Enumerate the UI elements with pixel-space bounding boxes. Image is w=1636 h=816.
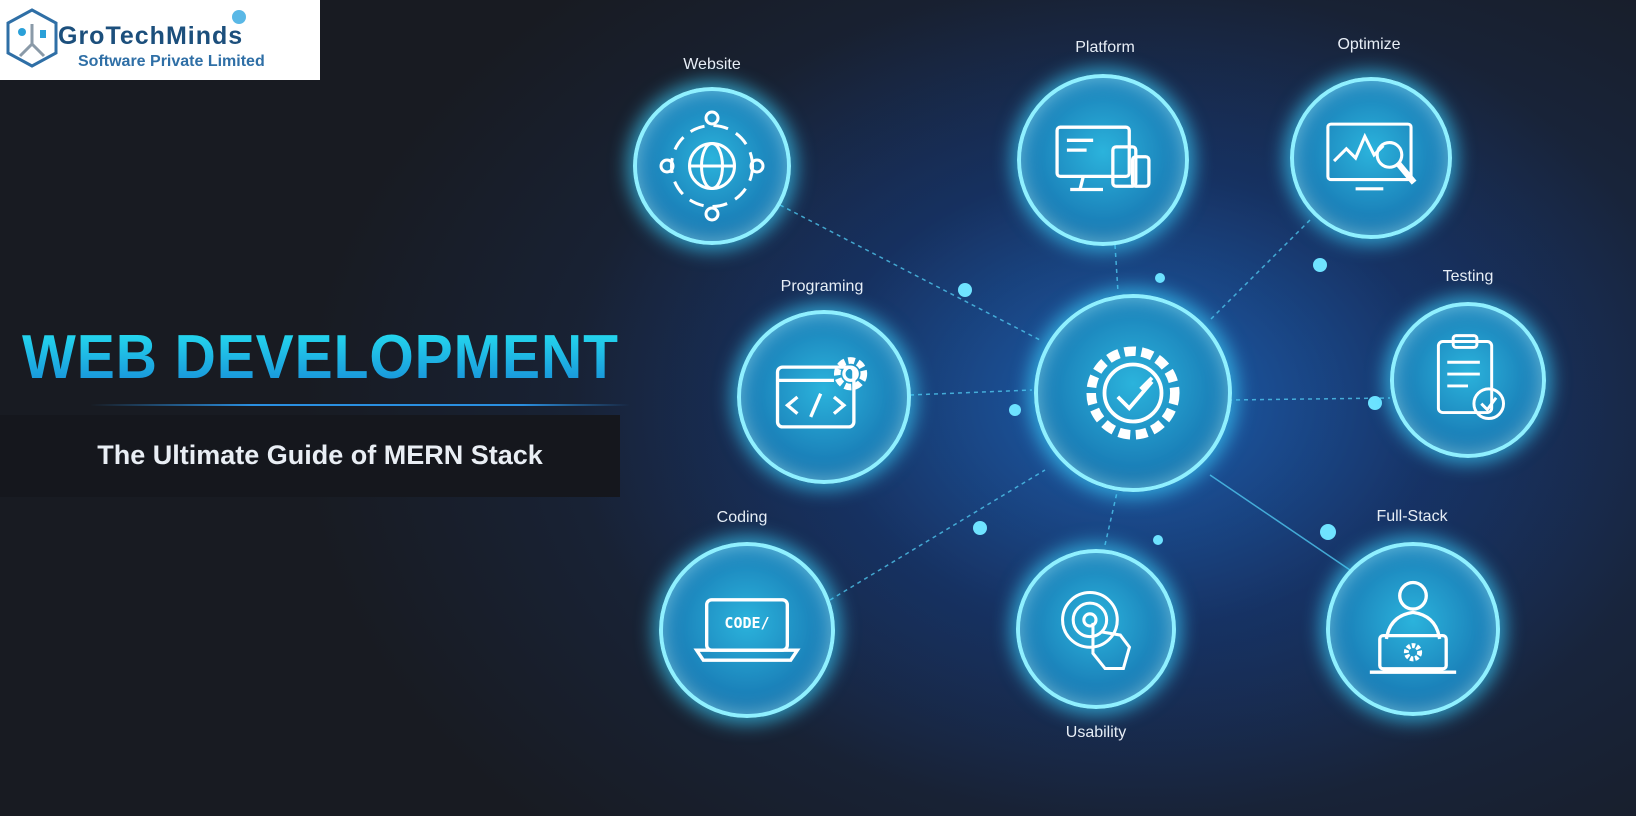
node-label-full-stack: Full-Stack (1376, 508, 1448, 525)
node-testing (1390, 302, 1546, 458)
company-logo: GroTechMinds Software Private Limited (0, 0, 320, 80)
node-label-testing: Testing (1442, 268, 1494, 285)
globe-users-icon (659, 110, 765, 222)
node-full-stack (1326, 542, 1500, 716)
node-platform (1017, 74, 1189, 246)
node-center (1034, 294, 1232, 492)
devices-icon (1055, 125, 1151, 192)
node-label-coding: Coding (716, 509, 768, 526)
clipboard-check-icon (1436, 334, 1505, 420)
node-label-usability: Usability (1065, 724, 1127, 741)
laptop-code-icon (693, 598, 801, 662)
divider (90, 404, 630, 406)
headline-title: WEB DEVELOPMENT (22, 323, 619, 392)
logo-hexagon-icon (6, 8, 58, 68)
node-label-website: Website (683, 56, 741, 73)
node-coding: CODE/ (659, 542, 835, 718)
gear-checkmark-icon (1086, 346, 1180, 440)
node-optimize (1290, 77, 1452, 239)
node-website (633, 87, 791, 245)
brain-icon (232, 10, 246, 24)
node-usability (1016, 549, 1176, 709)
headline-subtitle: The Ultimate Guide of MERN Stack (97, 440, 543, 470)
logo-name: GroTechMinds (58, 22, 244, 50)
laptop-screen-text: CODE/ (724, 614, 770, 632)
code-window-gear-icon (775, 357, 868, 429)
developer-laptop-icon (1369, 580, 1457, 674)
node-programing (737, 310, 911, 484)
chart-magnifier-icon (1326, 122, 1417, 191)
node-label-platform: Platform (1075, 39, 1135, 56)
touch-hand-icon (1061, 591, 1132, 671)
subtitle-box (0, 415, 620, 497)
node-label-optimize: Optimize (1337, 36, 1401, 53)
node-label-programing: Programing (780, 278, 864, 295)
logo-subtitle: Software Private Limited (78, 53, 265, 70)
